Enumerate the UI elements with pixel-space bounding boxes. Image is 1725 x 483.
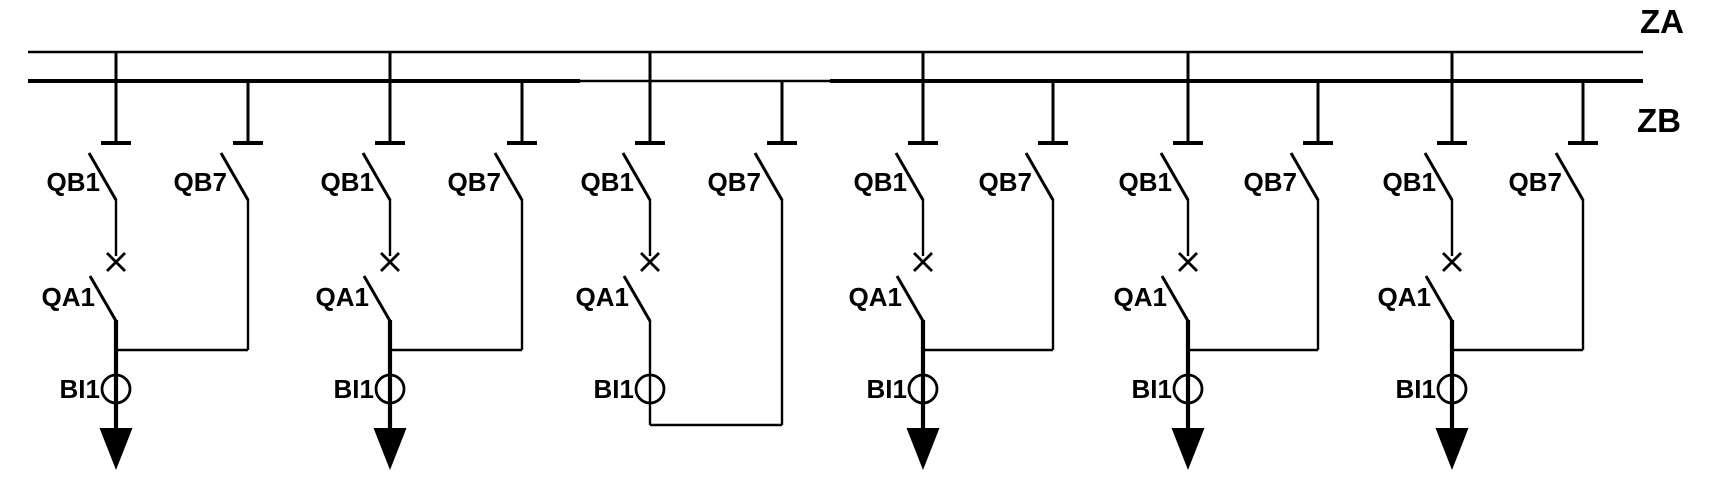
qb7-label: QB7 — [448, 167, 501, 197]
qa1-switch-blade — [895, 275, 925, 322]
feeder-arrow-icon — [373, 428, 407, 470]
qa1-label: QA1 — [42, 282, 95, 312]
bay-3: QB1 QB7 QA1 BI1 — [576, 52, 797, 427]
qb1-label: QB1 — [1119, 167, 1172, 197]
bi1-ct-circle — [374, 373, 406, 405]
qb7-disconnector-blade — [493, 152, 524, 201]
qb7-label: QB7 — [174, 167, 227, 197]
qb7-label: QB7 — [708, 167, 761, 197]
qa1-switch-blade — [1160, 275, 1190, 322]
bi1-ct-circle — [1172, 373, 1204, 405]
qb1-disconnector-blade — [1159, 152, 1190, 201]
feeder-arrow-icon — [1171, 428, 1205, 470]
qa1-label: QA1 — [1378, 282, 1431, 312]
qa1-label: QA1 — [849, 282, 902, 312]
qb1-label: QB1 — [581, 167, 634, 197]
qb7-disconnector-blade — [1554, 152, 1585, 201]
breaker-x-icon — [1178, 252, 1198, 272]
qb7-disconnector-blade — [219, 152, 250, 201]
qb1-disconnector-blade — [1423, 152, 1454, 201]
bay-2: QB1 QB7 QA1 BI1 — [316, 52, 537, 470]
busbar-za-label: ZA — [1640, 3, 1684, 40]
bay-4: QB1 QB7 QA1 BI1 — [849, 52, 1068, 470]
busbar-zb: ZB — [28, 79, 1681, 139]
feeder-arrow-icon — [99, 428, 133, 470]
qb1-label: QB1 — [47, 167, 100, 197]
bi1-label: BI1 — [60, 374, 100, 404]
qb7-disconnector-blade — [1289, 152, 1320, 201]
feeder-arrow-icon — [906, 428, 940, 470]
bay-5: QB1 QB7 QA1 BI1 — [1114, 52, 1333, 470]
qb1-label: QB1 — [1383, 167, 1436, 197]
qb1-disconnector-blade — [361, 152, 392, 201]
bi1-label: BI1 — [867, 374, 907, 404]
bi1-label: BI1 — [594, 374, 634, 404]
breaker-x-icon — [106, 252, 126, 272]
qa1-label: QA1 — [316, 282, 369, 312]
bay-6: QB1 QB7 QA1 BI1 — [1378, 52, 1598, 470]
bi1-label: BI1 — [334, 374, 374, 404]
qa1-label: QA1 — [576, 282, 629, 312]
bi1-ct-circle — [907, 373, 939, 405]
qa1-label: QA1 — [1114, 282, 1167, 312]
qb7-disconnector-blade — [1024, 152, 1055, 201]
bay-1: QB1 QB7 QA1 BI1 — [42, 52, 263, 470]
breaker-x-icon — [1442, 252, 1462, 272]
bi1-ct-circle — [100, 373, 132, 405]
qa1-switch-blade — [88, 275, 118, 322]
qb1-label: QB1 — [854, 167, 907, 197]
feeder-arrow-icon — [1435, 428, 1469, 470]
bi1-label: BI1 — [1132, 374, 1172, 404]
breaker-x-icon — [913, 252, 933, 272]
qa1-switch-blade — [622, 275, 652, 322]
busbar-zb-label: ZB — [1637, 102, 1681, 139]
qb7-label: QB7 — [1509, 167, 1562, 197]
bi1-ct-circle — [1436, 373, 1468, 405]
qa1-switch-blade — [362, 275, 392, 322]
qa1-switch-blade — [1424, 275, 1454, 322]
qb7-disconnector-blade — [753, 152, 784, 201]
breaker-x-icon — [640, 252, 660, 272]
qb1-disconnector-blade — [87, 152, 118, 201]
busbar-za: ZA — [28, 3, 1684, 54]
qb7-label: QB7 — [1244, 167, 1297, 197]
qb1-disconnector-blade — [894, 152, 925, 201]
qb7-label: QB7 — [979, 167, 1032, 197]
qb1-label: QB1 — [321, 167, 374, 197]
breaker-x-icon — [380, 252, 400, 272]
qb1-disconnector-blade — [621, 152, 652, 201]
bi1-label: BI1 — [1396, 374, 1436, 404]
bi1-ct-circle — [634, 373, 666, 405]
